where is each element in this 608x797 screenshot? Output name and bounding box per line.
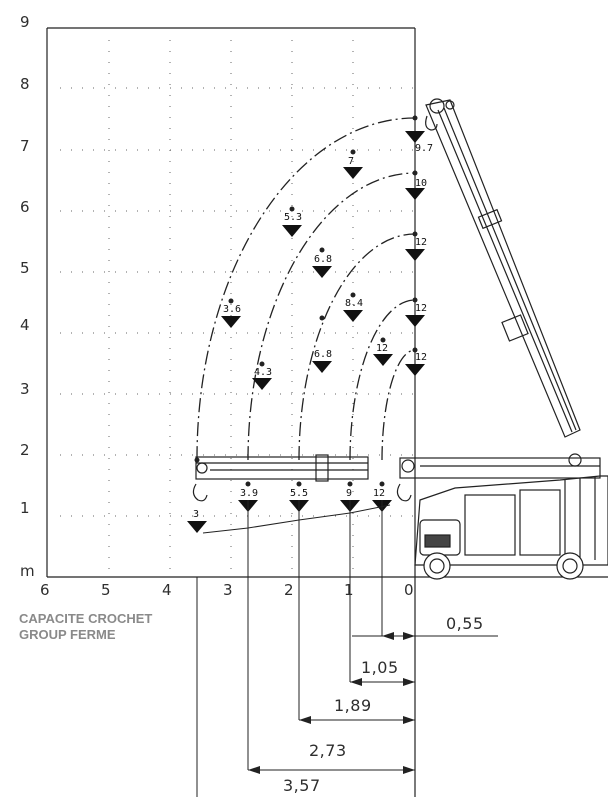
arc-label: 9.7 [415,143,434,154]
arc-label: 12 [415,237,428,248]
ground-label: 3.9 [240,488,259,499]
dimension-label: 2,73 [309,741,347,760]
arc-label: 10 [415,178,428,189]
arc-label: 5.3 [284,212,303,223]
ground-label: 5.5 [290,488,309,499]
arc-label: 3.6 [223,304,242,315]
y-tick-3: 3 [20,380,30,398]
dimension-label: 3,57 [283,776,321,795]
arc-label: 6.8 [314,349,333,360]
dimension-lines [196,500,498,797]
dimension-label: 0,55 [446,614,484,633]
arc-label: 12 [415,352,428,363]
arc-label: 8.4 [345,298,364,309]
plot-frame [46,27,608,797]
crane-boom-base [396,453,601,502]
ground-label: 3 [193,509,200,520]
y-tick-4: 4 [20,316,30,334]
dimension-label: 1,89 [334,696,372,715]
caption-line-1: CAPACITE CROCHET [19,611,153,626]
dimension-label: 1,05 [361,658,399,677]
arc-label: 12 [376,343,389,354]
y-unit-label: m [20,562,35,580]
crane-vehicle [414,475,608,580]
x-tick-2: 2 [284,581,294,599]
x-tick-1: 1 [344,581,354,599]
y-tick-6: 6 [20,198,30,216]
ground-baseline [202,504,391,534]
x-tick-5: 5 [101,581,111,599]
x-tick-4: 4 [162,581,172,599]
horizontal-boom [192,454,369,502]
ground-label: 9 [346,488,353,499]
capacity-arcs [196,117,416,461]
arc-label: 4.3 [254,367,273,378]
y-tick-7: 7 [20,137,30,155]
dimension-arrows [248,632,415,774]
x-tick-0: 0 [404,581,414,599]
y-tick-1: 1 [20,499,30,517]
ground-label: 12 [373,488,386,499]
y-tick-9: 9 [20,13,30,31]
y-tick-8: 8 [20,75,30,93]
caption-line-2: GROUP FERME [19,627,116,642]
grid-dots [60,40,415,570]
x-tick-3: 3 [223,581,233,599]
arc-label: 7 [348,156,355,167]
arc-points [194,115,418,487]
load-markers [187,131,425,533]
y-tick-2: 2 [20,441,30,459]
arc-label: 6.8 [314,254,333,265]
y-tick-5: 5 [20,259,30,277]
arc-label: 12 [415,303,428,314]
raised-boom [425,98,581,438]
x-tick-6: 6 [40,581,50,599]
